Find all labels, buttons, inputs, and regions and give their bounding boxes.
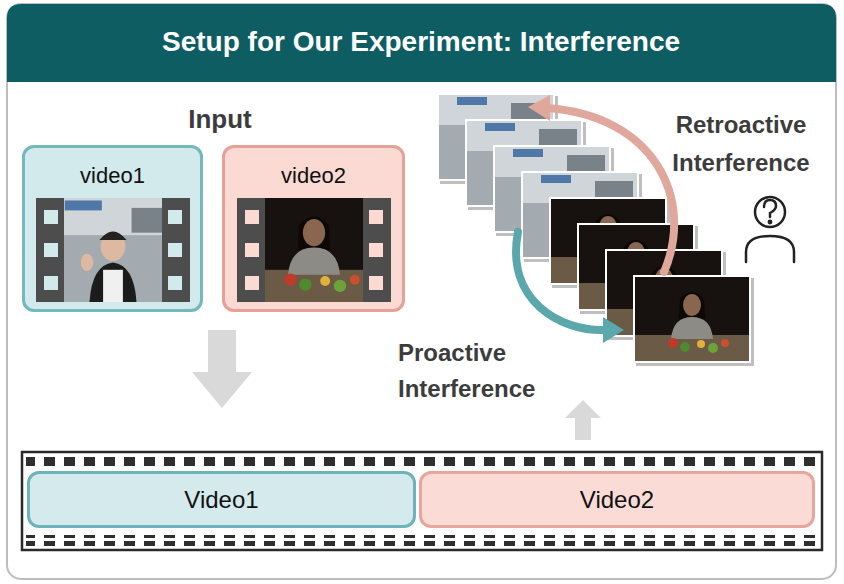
- down-block-arrow: [192, 330, 252, 408]
- retroactive-arrow: [528, 95, 674, 272]
- annotation-label: Retroactive Interference: [658, 106, 824, 182]
- input-video-box: video1: [22, 145, 203, 312]
- node-label: Video2: [580, 486, 654, 514]
- outer-panel: [7, 4, 836, 579]
- film-strip-1: [36, 198, 190, 302]
- title-text: Setup for Our Experiment: Interference: [162, 26, 680, 58]
- node-label: video1: [80, 163, 145, 189]
- annotation-label: Proactive Interference: [398, 335, 570, 407]
- up-block-arrow: [565, 400, 601, 440]
- group-heading: Input: [120, 103, 320, 135]
- person-question-icon: [746, 197, 794, 262]
- node-label: video2: [281, 163, 346, 189]
- video-box-fills: [22, 145, 405, 312]
- header-band: [7, 4, 836, 82]
- proactive-arrow: [516, 232, 624, 343]
- timeline-segment: Video2: [419, 471, 815, 528]
- timeline-segment: Video1: [27, 471, 416, 528]
- film-strip-2: [237, 198, 391, 302]
- timeline-film-strip: [22, 452, 822, 550]
- node-label: Video1: [184, 486, 258, 514]
- input-video-box: video2: [222, 145, 405, 312]
